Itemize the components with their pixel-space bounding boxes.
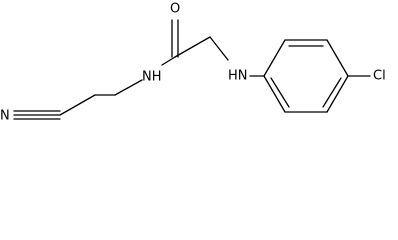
amide-o-label: O bbox=[170, 2, 180, 17]
ring-bond-3 bbox=[326, 39, 349, 77]
bond-ch2-nh bbox=[209, 36, 229, 61]
bond-carbonyl-ch2 bbox=[174, 36, 211, 58]
ring-double-2 bbox=[322, 77, 342, 108]
amine-hn-label: HN bbox=[228, 69, 248, 84]
chemical-structure: N O NH HN Cl bbox=[0, 2, 386, 121]
bond-n-carbonyl bbox=[161, 56, 176, 66]
bond-ch2b-n bbox=[114, 79, 143, 96]
chlorine-label: Cl bbox=[373, 69, 386, 84]
bond-c-ch2a bbox=[59, 94, 96, 116]
amide-nh-label: NH bbox=[142, 70, 162, 85]
ring-bond-4 bbox=[326, 75, 349, 113]
ring-double-3 bbox=[270, 77, 290, 108]
ring-bond-1 bbox=[263, 39, 286, 77]
nitrile-n-label: N bbox=[0, 109, 10, 121]
ring-bond-6 bbox=[263, 75, 286, 113]
nitrile-group bbox=[13, 110, 61, 120]
benzene-ring bbox=[263, 39, 349, 113]
